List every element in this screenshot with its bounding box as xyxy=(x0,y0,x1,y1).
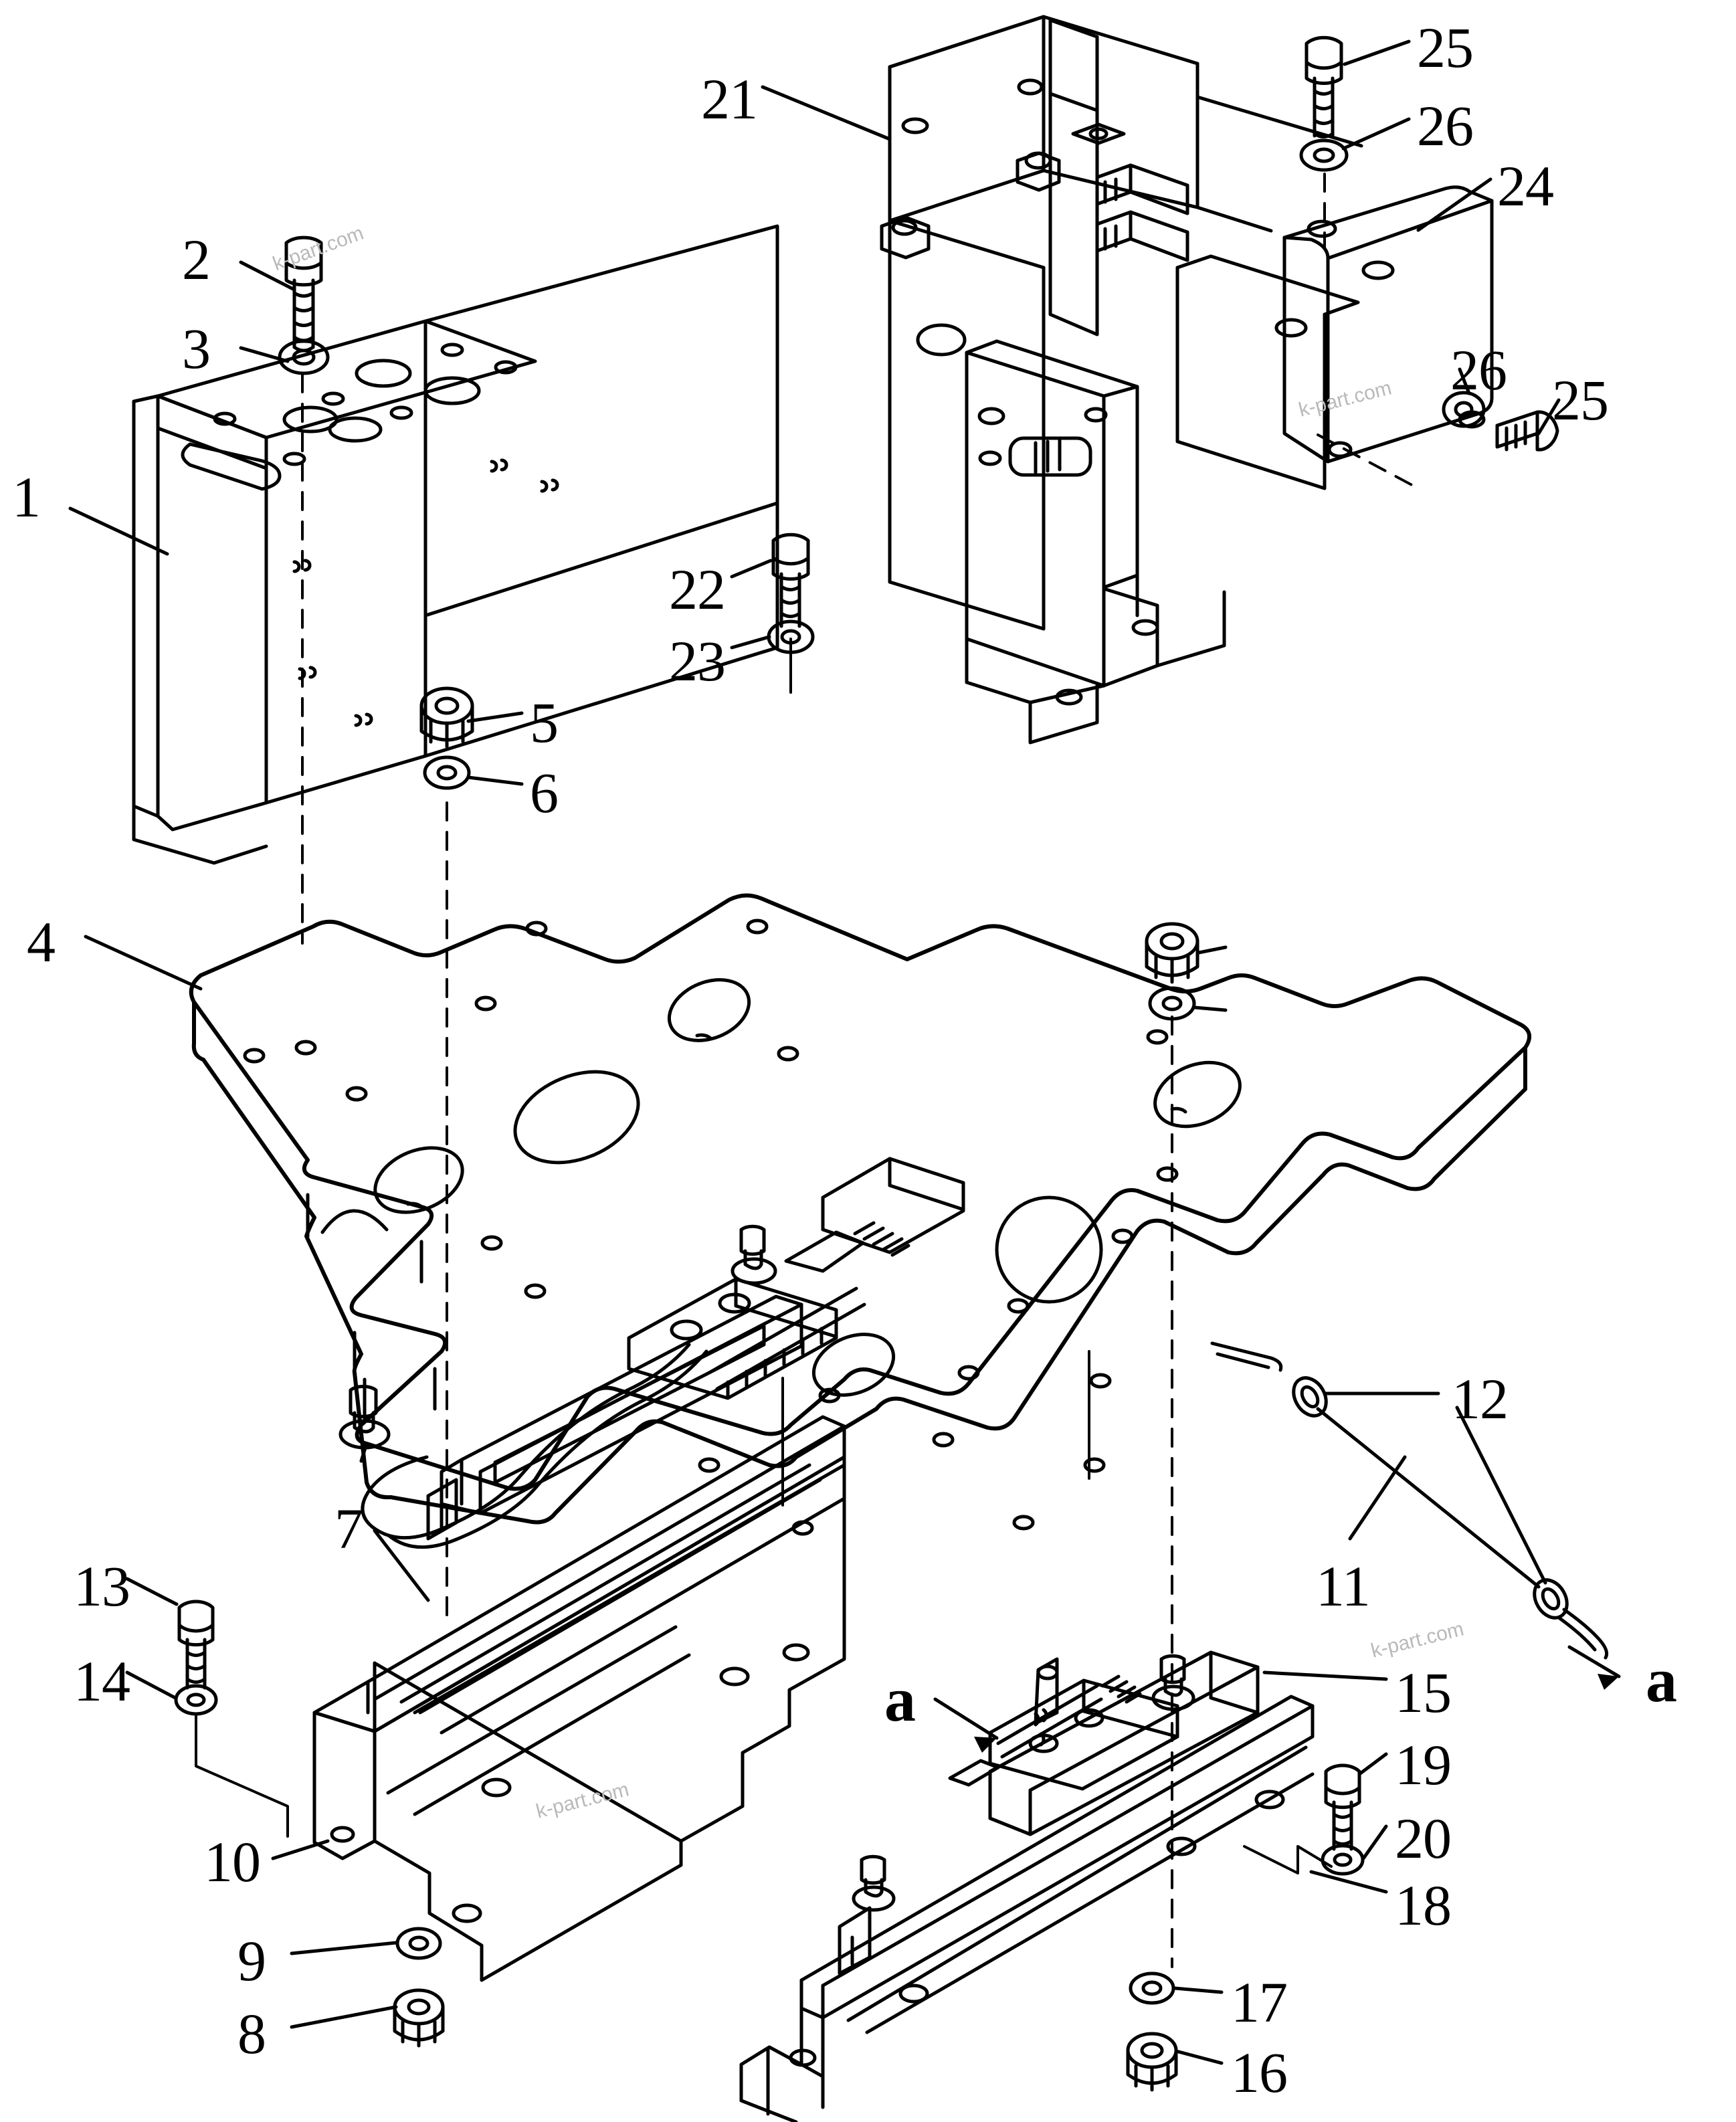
part-6-washer-left xyxy=(423,755,471,790)
callout-leader-lines xyxy=(68,39,1561,2065)
part-7-seat-rail-slide-left xyxy=(312,1157,965,1733)
callout-15: 15 xyxy=(1395,1660,1452,1725)
callout-12: 12 xyxy=(1452,1367,1509,1431)
callout-19: 19 xyxy=(1395,1733,1452,1797)
part-21-center-bracket xyxy=(880,15,1363,745)
callout-2: 2 xyxy=(182,227,211,292)
callout-7: 7 xyxy=(334,1497,363,1561)
callout-3: 3 xyxy=(182,316,211,381)
callout-4: 4 xyxy=(27,910,56,974)
part-10-rail-bracket-left xyxy=(312,1455,846,1982)
part-11-rod-and-12-pins xyxy=(1210,1341,1621,1690)
part-25-bolt-top xyxy=(1305,35,1343,138)
part-5-nut-right xyxy=(1145,922,1199,984)
centerline-cover24 xyxy=(1317,433,1420,490)
callout-6-left: 6 xyxy=(530,761,559,825)
section-mark-a-left: a xyxy=(884,1665,916,1735)
part-17-washer xyxy=(1129,1971,1175,2005)
callout-21: 21 xyxy=(701,67,758,131)
part-19-bolt xyxy=(1324,1763,1361,1851)
part-25-bolt-right xyxy=(1495,410,1559,452)
callout-26-right: 26 xyxy=(1450,338,1507,402)
part-15-seat-rail-slide-right xyxy=(838,1650,1260,1975)
section-mark-a-right: a xyxy=(1646,1646,1677,1715)
part-13-bolt xyxy=(177,1600,215,1690)
callout-20: 20 xyxy=(1395,1806,1452,1870)
part-3-washer xyxy=(278,339,330,375)
callout-22: 22 xyxy=(669,557,726,621)
callout-25-right: 25 xyxy=(1552,368,1609,432)
part-16-nut xyxy=(1126,2032,1178,2092)
rail-stud-lower xyxy=(852,1854,896,1912)
callout-23: 23 xyxy=(669,629,726,693)
part-1-left-console-panel xyxy=(132,224,779,865)
callout-11: 11 xyxy=(1316,1554,1371,1618)
part-24-cover-box xyxy=(1282,185,1494,464)
callout-18: 18 xyxy=(1395,1873,1452,1937)
part-8-nut xyxy=(393,1988,445,2048)
callout-8: 8 xyxy=(237,2002,266,2066)
callout-9: 9 xyxy=(237,1929,266,1993)
rail-stud-right-2 xyxy=(1151,1654,1195,1711)
part-4-floor-plate xyxy=(189,893,1532,1536)
part-22-bolt xyxy=(771,533,810,628)
callout-1: 1 xyxy=(12,465,41,529)
callout-24: 24 xyxy=(1497,154,1554,218)
part-5-nut-left xyxy=(419,686,474,749)
part-9-washer xyxy=(395,1927,442,1960)
part-18-rail-bracket-right xyxy=(739,1695,1315,2122)
callout-14: 14 xyxy=(74,1649,130,1713)
callout-17: 17 xyxy=(1231,1970,1288,2034)
callout-5-left: 5 xyxy=(530,690,559,755)
part-26-washer-top xyxy=(1299,138,1349,172)
part-20-washer xyxy=(1321,1844,1365,1876)
part-14-washer xyxy=(174,1684,218,1716)
callout-10: 10 xyxy=(204,1830,261,1894)
part-2-bolt xyxy=(284,235,323,353)
callout-13: 13 xyxy=(74,1554,130,1618)
rail-stud-left xyxy=(339,1385,391,1450)
part-26-washer-right xyxy=(1442,391,1486,428)
callout-25-top: 25 xyxy=(1417,15,1474,80)
rail-stud-right xyxy=(731,1224,777,1285)
callout-26-top: 26 xyxy=(1417,94,1474,158)
callout-16: 16 xyxy=(1231,2040,1288,2105)
